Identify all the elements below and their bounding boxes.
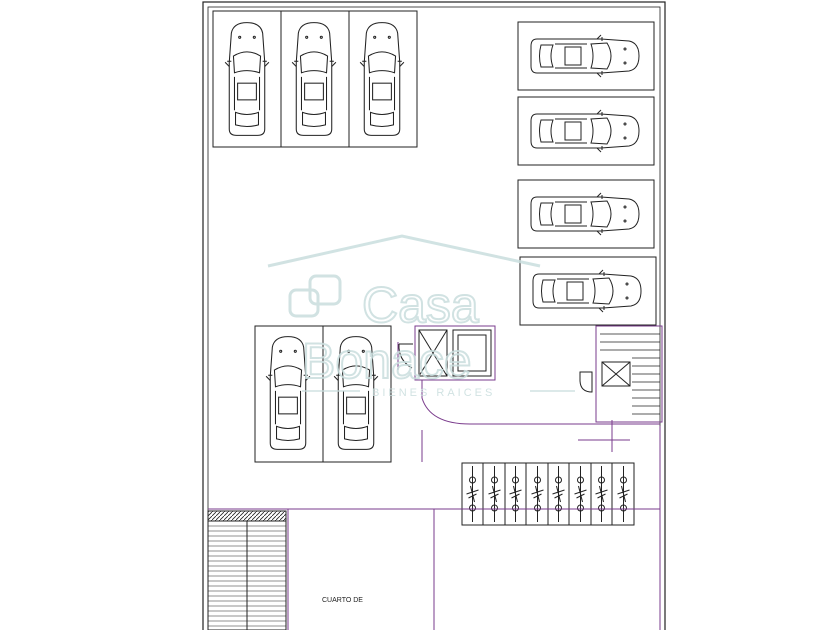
car-icon [359, 22, 405, 136]
watermark-tagline: BIENES RAICES [372, 387, 495, 399]
parking-stalls-right [517, 21, 657, 326]
bicycle-icon [487, 465, 502, 523]
bicycle-icon [573, 465, 588, 523]
parking-stalls-middle [254, 325, 392, 463]
exit-ramp-block [207, 510, 287, 630]
bicycle-icon [551, 465, 566, 523]
car-icon [224, 22, 270, 136]
watermark-logo-icon [288, 274, 342, 318]
bicycle-icon [465, 465, 480, 523]
watermark-brand: Casa [362, 277, 479, 333]
bicycle-icon [508, 465, 523, 523]
bicycle-icon [530, 465, 545, 523]
car-icon [291, 22, 337, 136]
staircase [578, 325, 663, 452]
bicycle-icon [616, 465, 631, 523]
building-outline [202, 1, 666, 630]
car-icon [530, 192, 640, 236]
watermark: Casa Bonace BIENES RAICES [267, 234, 575, 399]
car-icon [530, 34, 640, 78]
elevator-core [397, 325, 496, 381]
bike-rack [461, 462, 635, 526]
car-icon [532, 269, 642, 313]
watermark-brand-line2: Bonace [302, 333, 472, 389]
bicycle-icon [594, 465, 609, 523]
room-label: CUARTO DE [322, 597, 363, 604]
drive-ramp [421, 380, 660, 462]
lower-rooms [208, 426, 661, 630]
parking-stalls-top-left [212, 10, 418, 148]
car-icon [530, 109, 640, 153]
